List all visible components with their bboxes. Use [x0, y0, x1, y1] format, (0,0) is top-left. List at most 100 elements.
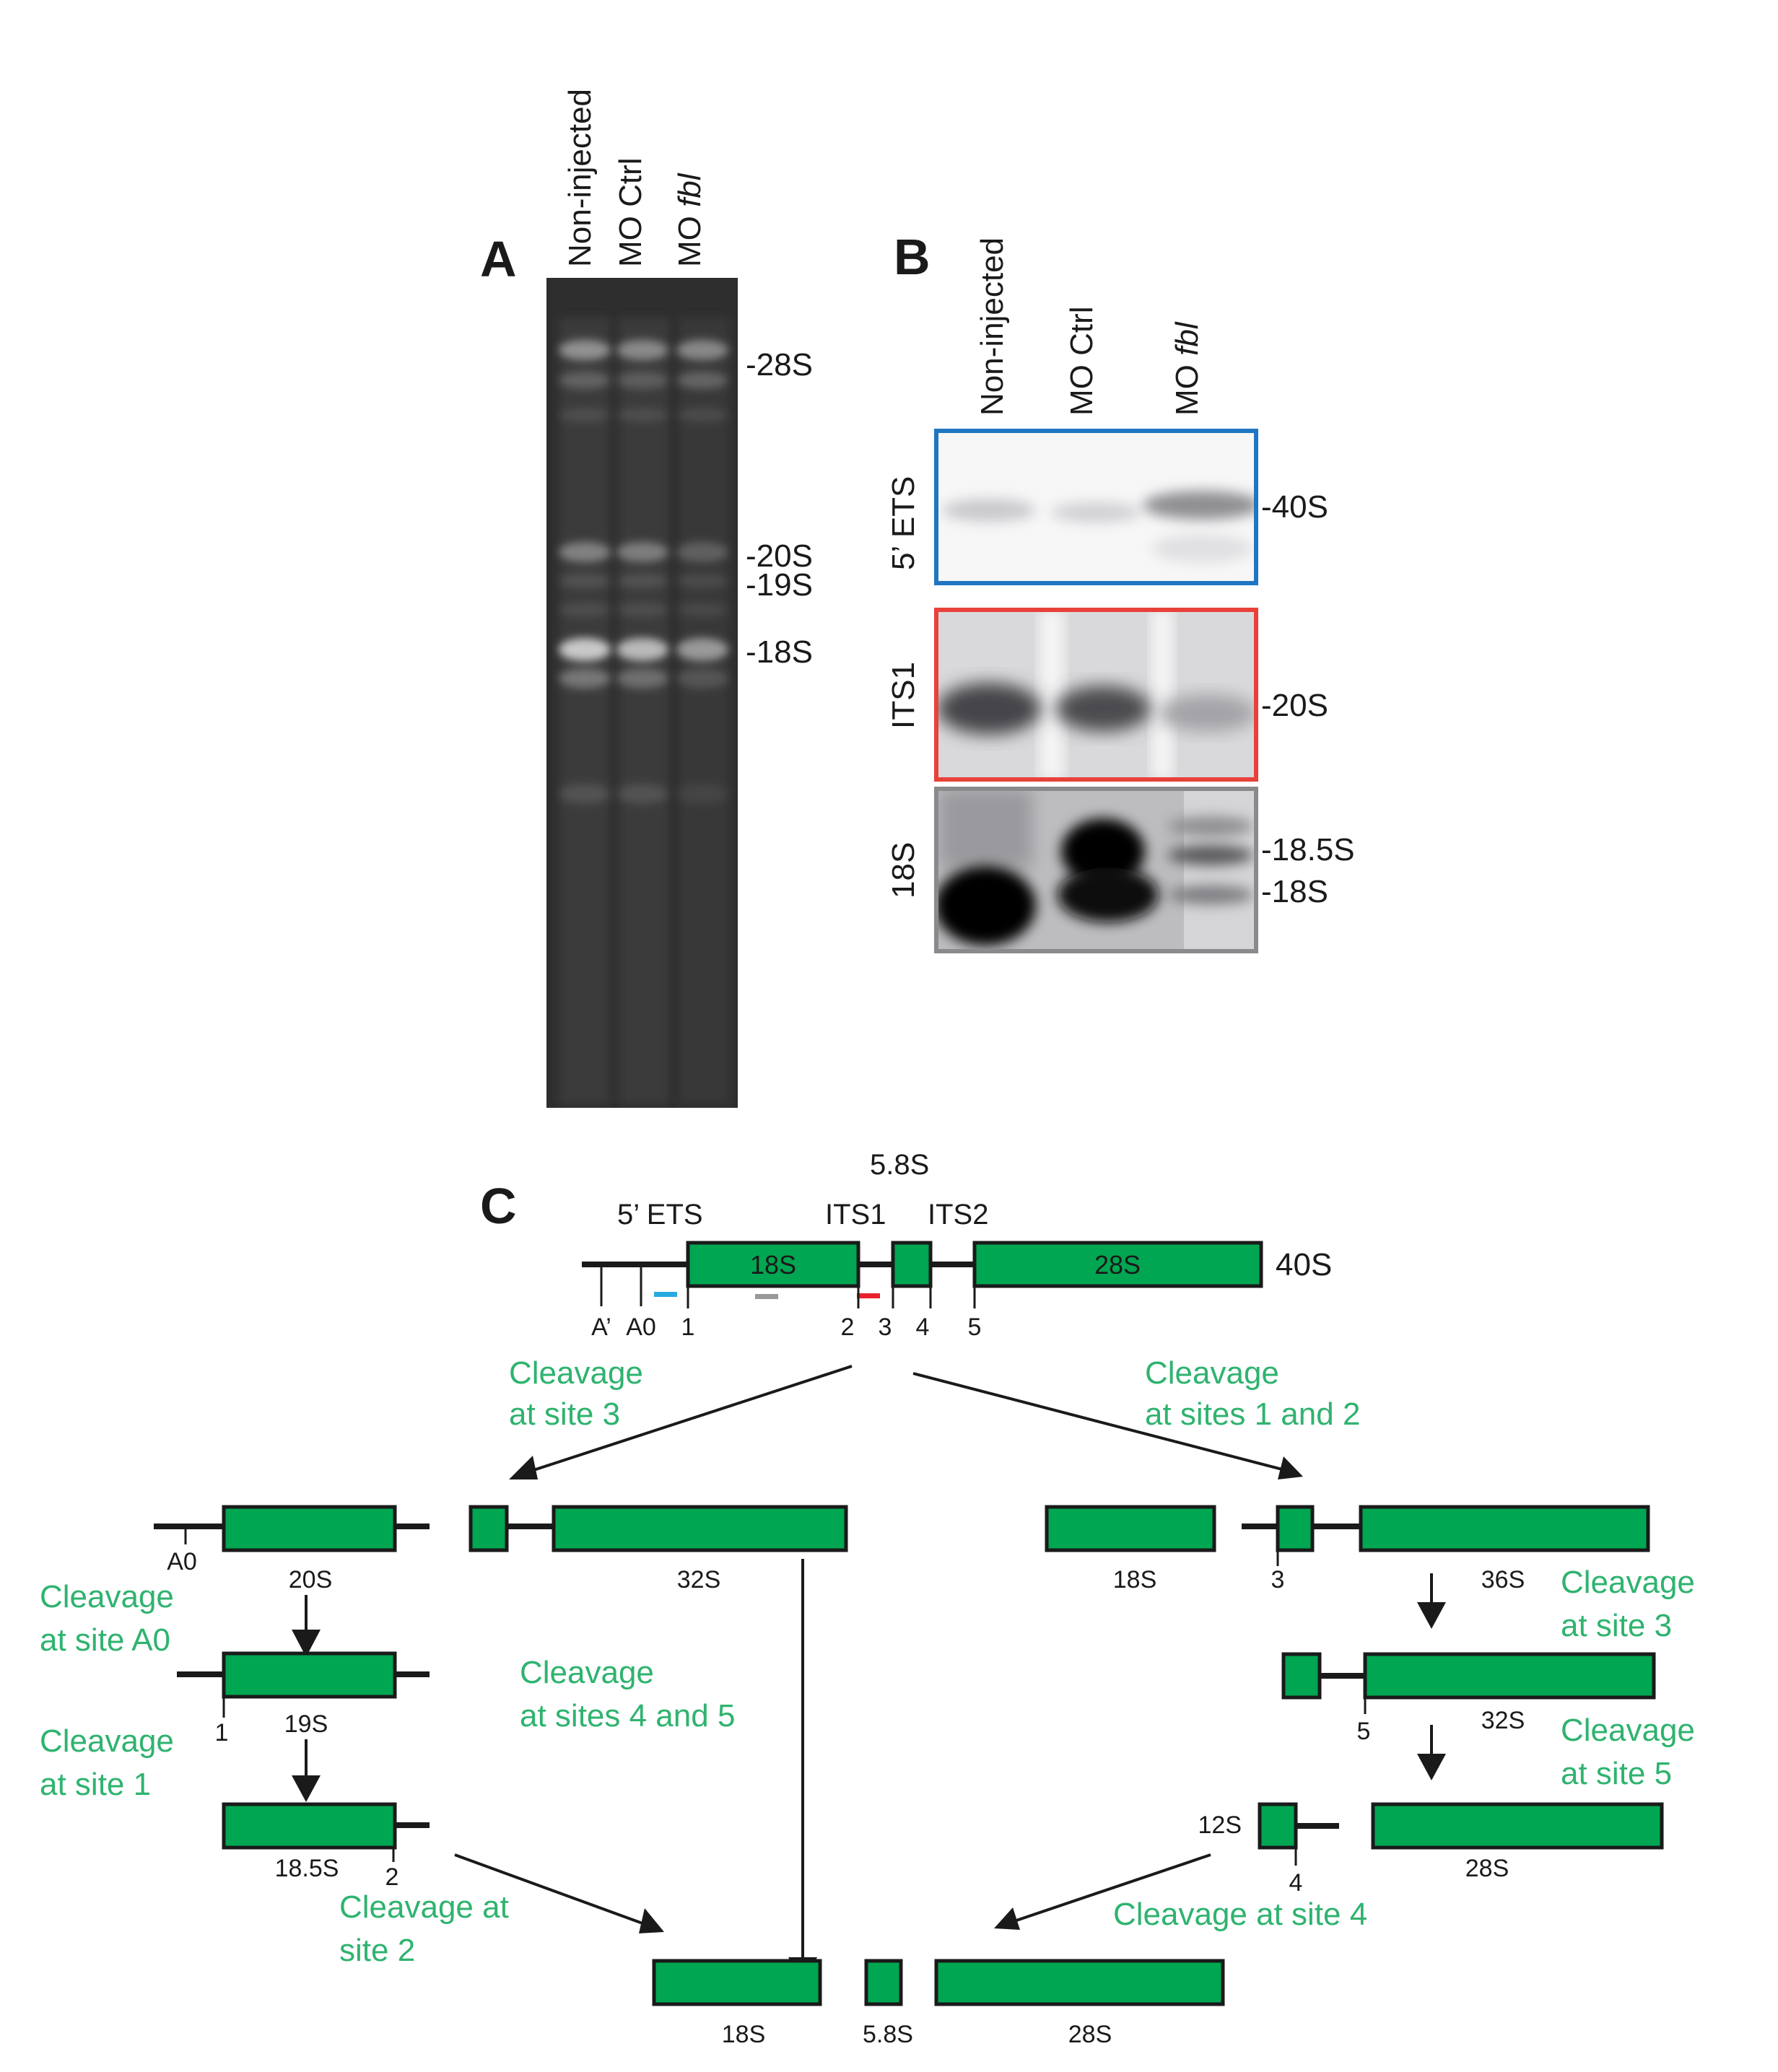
site-label-a0: A0: [626, 1313, 656, 1341]
panel-b: B Non-injected MO Ctrl MO fbl 5’ ETS -40…: [886, 229, 1355, 953]
gel-band: [616, 784, 668, 804]
box-label-18s: 18S: [750, 1250, 796, 1280]
site-label-3: 3: [1271, 1566, 1285, 1594]
mature-products: 18S 5.8S 28S: [652, 1959, 1225, 2048]
species-label-36s: 36S: [1481, 1566, 1525, 1594]
blot-band-20s-lane3: [1159, 694, 1256, 732]
arrowhead-left-branch: [509, 1456, 538, 1479]
panel-a-lane-labels: Non-injected MO Ctrl MO fbl: [562, 89, 707, 267]
step-label-site-4: Cleavage at site 4: [1113, 1897, 1367, 1932]
site-label-a0: A0: [167, 1548, 197, 1575]
precursor-40s: 5.8S 5’ ETS ITS1 ITS2 18S 28S 40S A’: [582, 1149, 1332, 1341]
product-label-18s: 18S: [722, 2021, 766, 2048]
site-label-5: 5: [968, 1313, 982, 1341]
gel-band: [676, 638, 728, 661]
probe-marker-its1: [857, 1293, 880, 1298]
arrow-to-left-branch: [526, 1365, 853, 1474]
arrowhead-right-branch: [1278, 1456, 1303, 1479]
band-label-20s: -20S: [1261, 688, 1328, 723]
region-label-its1: ITS1: [825, 1199, 886, 1230]
gel-band: [676, 574, 728, 588]
panel-b-letter: B: [894, 229, 931, 285]
gel-band: [676, 340, 728, 360]
gel-bands: [559, 340, 728, 804]
gel-band: [676, 408, 728, 422]
probe-marker-5ets: [654, 1292, 677, 1297]
gel-band: [616, 372, 668, 389]
site-label-a-prime: A’: [591, 1313, 611, 1341]
site-label-1: 1: [681, 1313, 695, 1341]
gel-band: [616, 603, 668, 617]
site-label-2: 2: [841, 1313, 855, 1341]
panel-a-band-labels: -28S -20S -19S -18S: [746, 347, 813, 670]
rrna-box-28s-right: [1371, 1802, 1664, 1850]
probe-label-its1: ITS1: [886, 662, 921, 729]
band-label-18-5s: -18.5S: [1261, 832, 1355, 867]
gel-band: [676, 668, 728, 689]
gel-band: [676, 784, 728, 804]
site-label-2: 2: [385, 1863, 399, 1891]
product-box-18s: [652, 1959, 822, 2006]
blot-frame-5ets: [934, 429, 1258, 585]
panel-c: C 5.8S 5’ ETS ITS1 ITS2 18S 28S 40S: [40, 1149, 1695, 2048]
site-label-3: 3: [879, 1313, 892, 1341]
gel-lane-1-smear: [559, 318, 610, 1104]
product-label-5-8s: 5.8S: [863, 2021, 913, 2048]
rrna-box-36s-28s: [1359, 1505, 1650, 1552]
rrna-box-32s-28s: [552, 1505, 848, 1552]
rrna-box-28s: [972, 1241, 1263, 1288]
blot-frame-its1: [934, 608, 1258, 782]
rrna-box-32s-5-8s: [469, 1505, 509, 1552]
blot-18s: 18S -18.5S -18S: [886, 787, 1355, 953]
blot-smear-lane3: [1151, 534, 1252, 563]
gel-band: [676, 603, 728, 617]
rrna-box-20s: [222, 1505, 397, 1552]
band-label-19s: -19S: [746, 567, 813, 603]
gel-band: [559, 340, 611, 360]
blot-band-18s-lane3: [1167, 886, 1254, 904]
species-label-28s: 28S: [1465, 1855, 1509, 1882]
blot-band-40s-lane2: [1051, 502, 1141, 523]
gel-band: [616, 668, 668, 689]
rrna-box-18s-mature: [1045, 1505, 1216, 1552]
gel-band: [616, 340, 668, 360]
gel-band: [559, 408, 611, 422]
gel-band: [559, 372, 611, 389]
lane-label-mo-fbl: MO fbl: [672, 172, 707, 267]
rrna-box-5-8s: [891, 1241, 933, 1288]
product-box-28s: [934, 1959, 1225, 2006]
gel-band: [676, 542, 728, 562]
species-label-12s: 12S: [1198, 1811, 1242, 1839]
gel-band: [616, 542, 668, 562]
blot-band-40s-lane1: [942, 499, 1036, 522]
rrna-box-32s-28s-right: [1363, 1652, 1656, 1700]
gel-band: [616, 638, 668, 661]
arrowhead-36s-to-32s: [1417, 1602, 1446, 1629]
site-label-5: 5: [1357, 1718, 1371, 1745]
blot-5ets: 5’ ETS -40S: [886, 429, 1328, 585]
gel-band: [559, 638, 611, 661]
region-label-5ets: 5’ ETS: [617, 1199, 703, 1230]
gel-band: [559, 574, 611, 588]
lane-label-mo-ctrl: MO Ctrl: [1064, 306, 1099, 416]
site-label-4: 4: [916, 1313, 930, 1341]
gel-band: [559, 603, 611, 617]
species-label-19s: 19S: [284, 1710, 328, 1738]
species-label-20s: 20S: [289, 1566, 333, 1594]
probe-marker-18s: [755, 1294, 778, 1299]
gel-lane-3-smear: [679, 318, 729, 1104]
agarose-gel: [546, 278, 738, 1108]
rrna-box-12s: [1258, 1802, 1298, 1850]
species-label-18s: 18S: [1113, 1566, 1157, 1594]
arrowhead-12s-to-5-8s: [994, 1907, 1020, 1930]
blot-band-18s-lane1: [936, 866, 1036, 945]
blot-band-20s-lane2: [1055, 686, 1151, 732]
gel-band: [676, 372, 728, 389]
